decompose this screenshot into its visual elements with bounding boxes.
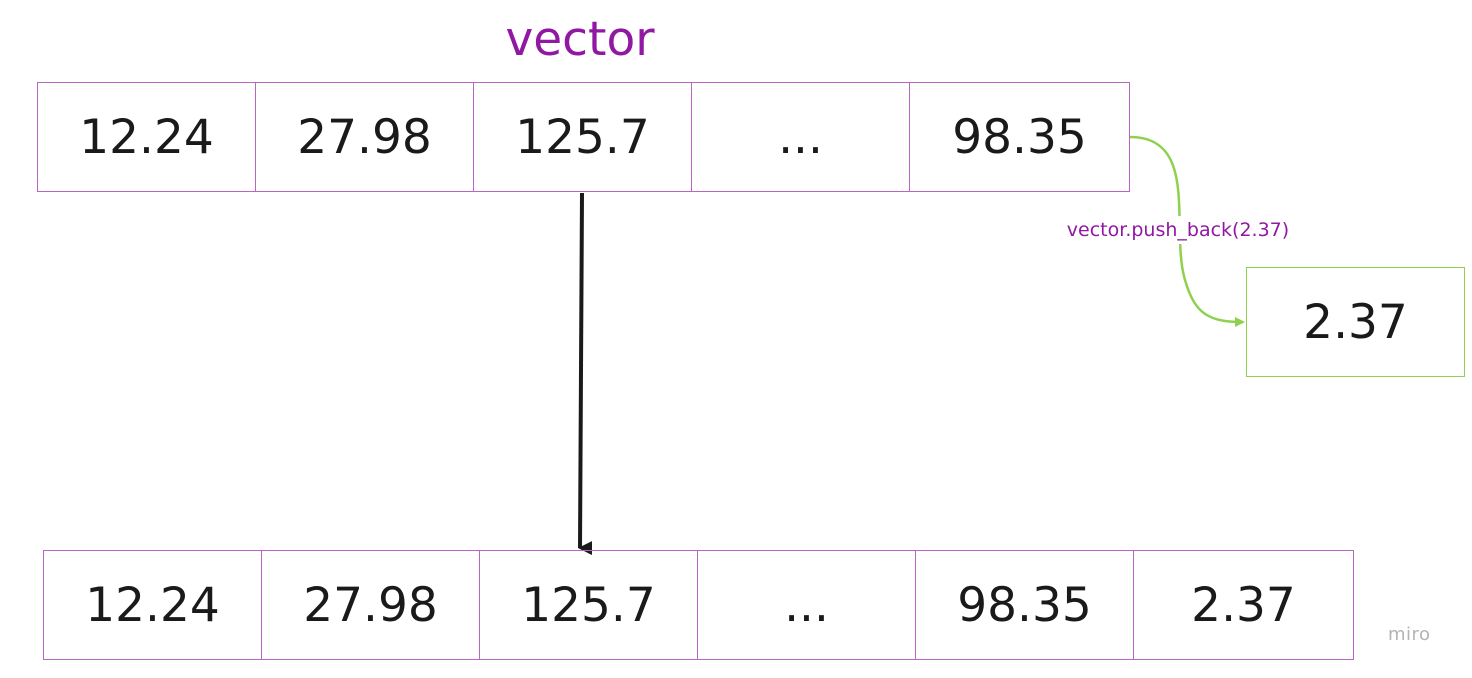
vector-cell: 98.35 xyxy=(952,109,1087,165)
vector-cell: 125.7 xyxy=(480,551,698,659)
vector-cell: 27.98 xyxy=(262,551,480,659)
push-back-arrow xyxy=(1129,135,1245,327)
original-vector: 12.24 27.98 125.7 ... 98.35 xyxy=(37,82,1130,192)
vector-cell-appended: 2.37 xyxy=(1191,577,1296,633)
vector-cell: 98.35 xyxy=(916,551,1134,659)
push-back-label: vector.push_back(2.37) xyxy=(1040,216,1316,244)
vector-cell: 12.24 xyxy=(44,551,262,659)
new-element-box: 2.37 xyxy=(1246,267,1465,377)
miro-watermark: miro xyxy=(1388,624,1431,645)
vector-cell-ellipsis: ... xyxy=(692,83,910,191)
vector-title: vector xyxy=(505,12,655,67)
vector-cell: 12.24 xyxy=(38,83,256,191)
vector-cell: 125.7 xyxy=(474,83,692,191)
vector-cell-ellipsis: ... xyxy=(698,551,916,659)
result-vector: 12.24 27.98 125.7 ... 98.35 2.37 xyxy=(43,550,1354,660)
copy-arrow xyxy=(578,192,593,556)
vector-cell: 27.98 xyxy=(256,83,474,191)
